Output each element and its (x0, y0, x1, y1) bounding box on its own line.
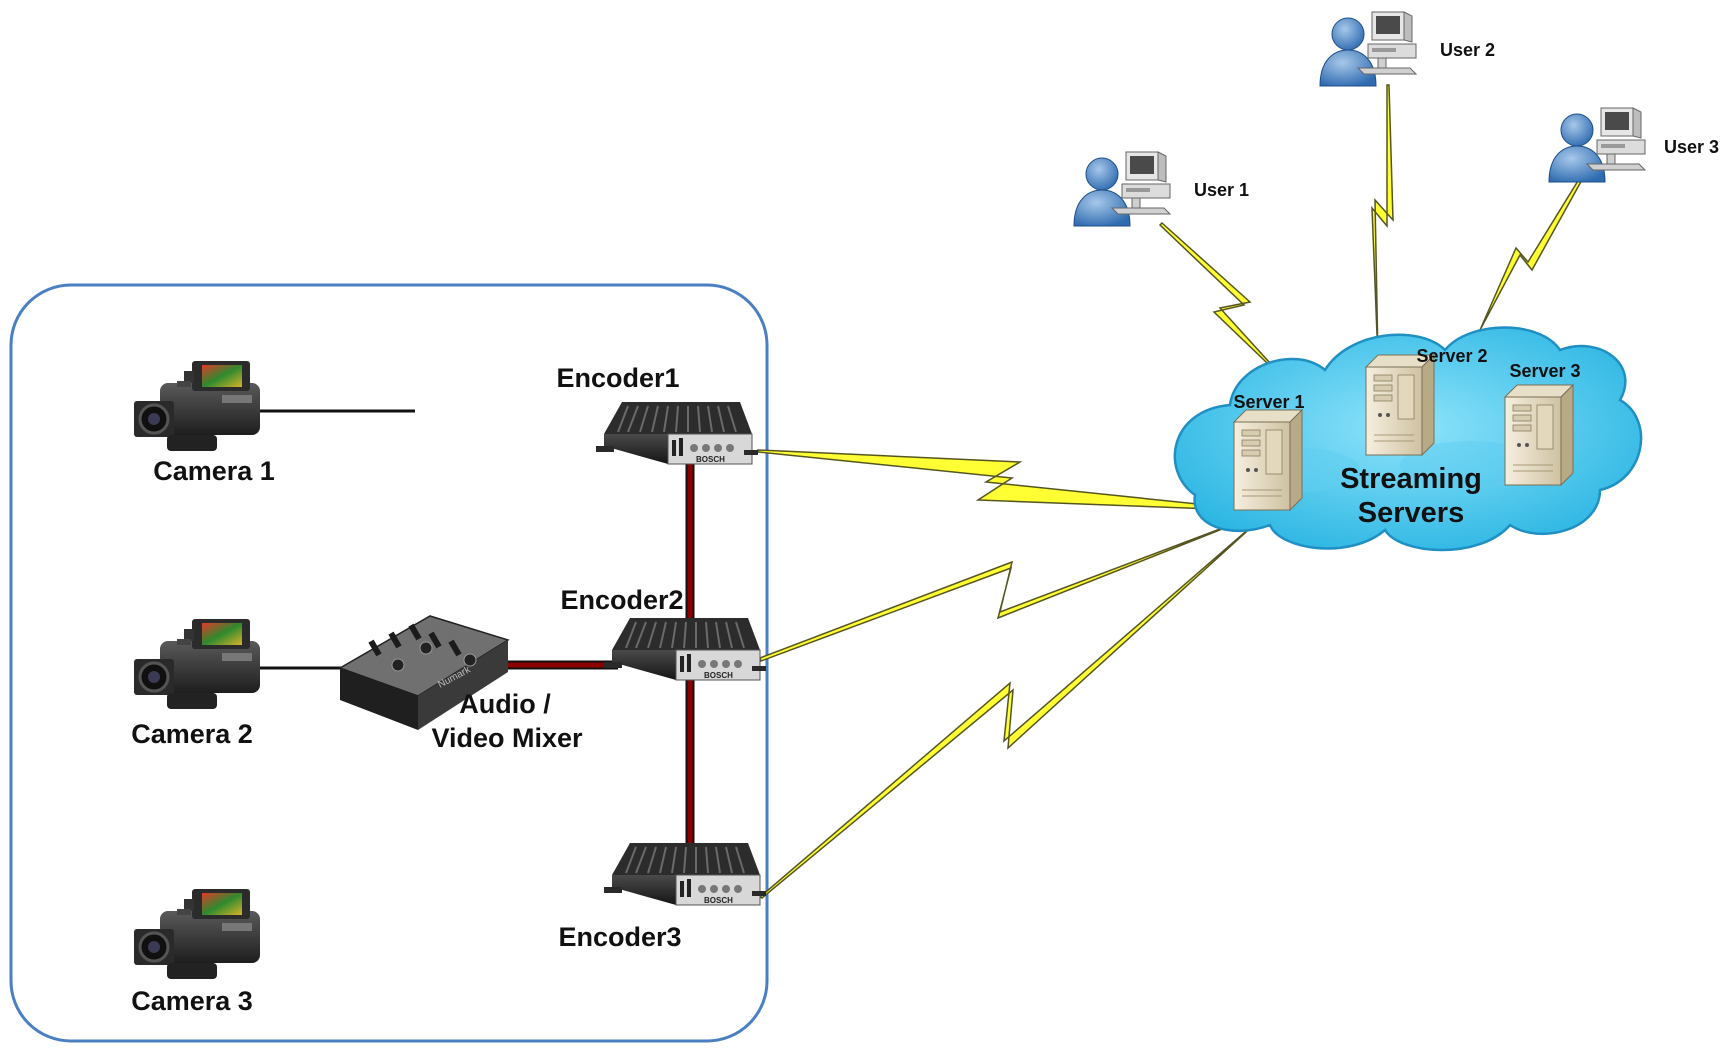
lightning-user3 (1479, 174, 1584, 331)
encoder-1-icon (595, 401, 759, 465)
user-3-icon (1548, 107, 1646, 183)
user-2-label: User 2 (1440, 40, 1495, 60)
encoder-1-brand: BOSCH (696, 455, 725, 464)
encoder-3-icon (603, 842, 767, 906)
camera-1-label: Camera 1 (153, 456, 275, 486)
camera-2-label: Camera 2 (131, 719, 253, 749)
user-2-icon (1319, 11, 1417, 87)
local-site-boundary (9, 283, 769, 1043)
encoder-2-icon (603, 617, 767, 681)
user-3-label: User 3 (1664, 137, 1719, 157)
lightning-encoder3 (758, 513, 1267, 899)
user-1-label: User 1 (1194, 180, 1249, 200)
user-1-icon (1073, 151, 1171, 227)
cloud-label-line2: Servers (1358, 497, 1464, 529)
server-1-icon (1233, 409, 1303, 511)
mixer-label-line1: Audio / (459, 689, 551, 719)
camera-wiring (245, 409, 415, 670)
encoder-2-label: Encoder2 (560, 585, 683, 615)
mixer-icon: Numark (338, 615, 510, 730)
lightning-encoder2 (759, 511, 1266, 662)
encoder-2-brand: BOSCH (704, 671, 733, 680)
encoder-3-label: Encoder3 (558, 922, 681, 952)
camera-2-icon (132, 617, 262, 711)
cloud-label-line1: Streaming (1340, 463, 1482, 495)
encoder-1-label: Encoder1 (556, 363, 679, 393)
server-1-label: Server 1 (1233, 392, 1304, 412)
camera-3-icon (132, 887, 262, 981)
lightning-user1 (1158, 221, 1291, 386)
server-3-icon (1504, 384, 1574, 486)
server-3-label: Server 3 (1509, 361, 1580, 381)
wireless-links (757, 84, 1584, 899)
mixer-label-line2: Video Mixer (431, 723, 583, 753)
camera-3-label: Camera 3 (131, 986, 253, 1016)
camera-1-icon (132, 359, 262, 453)
server-2-icon (1365, 354, 1435, 456)
encoder-3-brand: BOSCH (704, 896, 733, 905)
lightning-user2 (1371, 84, 1394, 361)
server-2-label: Server 2 (1416, 346, 1487, 366)
lightning-encoder1 (757, 449, 1266, 512)
